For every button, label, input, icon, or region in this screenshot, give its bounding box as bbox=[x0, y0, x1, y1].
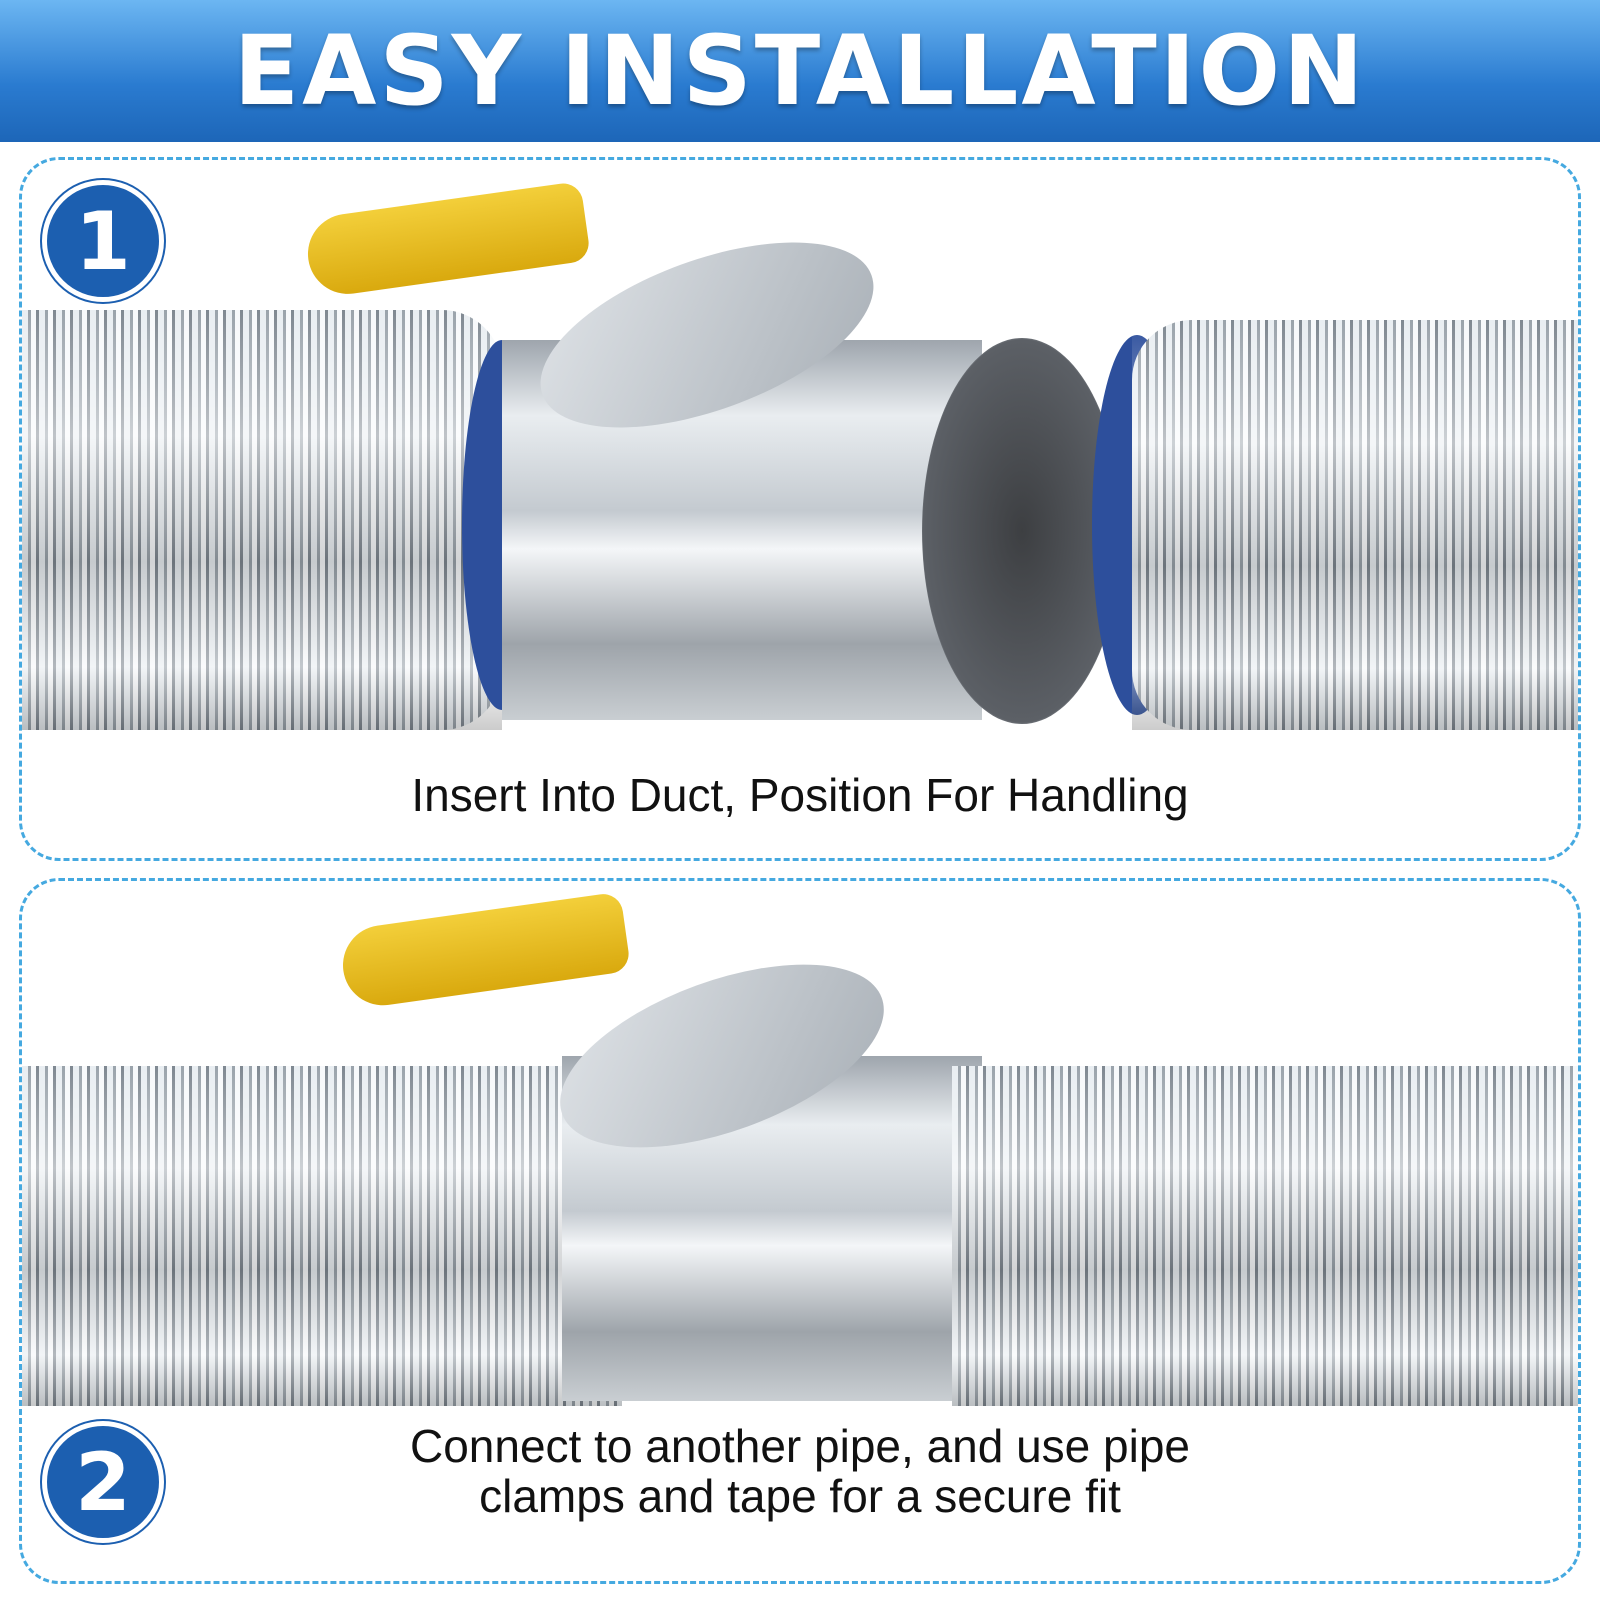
step-number-badge: 2 bbox=[42, 1421, 164, 1543]
step-1-panel: 1 Insert Into Duct, Position For Handlin… bbox=[19, 157, 1581, 861]
damper-handle bbox=[302, 180, 592, 300]
left-flex-duct bbox=[22, 310, 502, 730]
step-2-caption-line-2: clamps and tape for a secure fit bbox=[479, 1470, 1121, 1522]
page-title: EASY INSTALLATION bbox=[233, 15, 1367, 127]
header-banner: EASY INSTALLATION bbox=[0, 0, 1600, 142]
right-flex-duct bbox=[1132, 320, 1578, 730]
step-2-panel: 2 Connect to another pipe, and use pipe … bbox=[19, 878, 1581, 1584]
step-1-caption: Insert Into Duct, Position For Handling bbox=[411, 769, 1189, 821]
damper-opening bbox=[922, 338, 1122, 724]
step-2-caption-line-1: Connect to another pipe, and use pipe bbox=[409, 1420, 1191, 1472]
damper-handle bbox=[337, 891, 632, 1011]
left-flex-duct bbox=[22, 1066, 622, 1406]
right-flex-duct bbox=[952, 1066, 1578, 1406]
step-number-badge: 1 bbox=[42, 180, 164, 302]
